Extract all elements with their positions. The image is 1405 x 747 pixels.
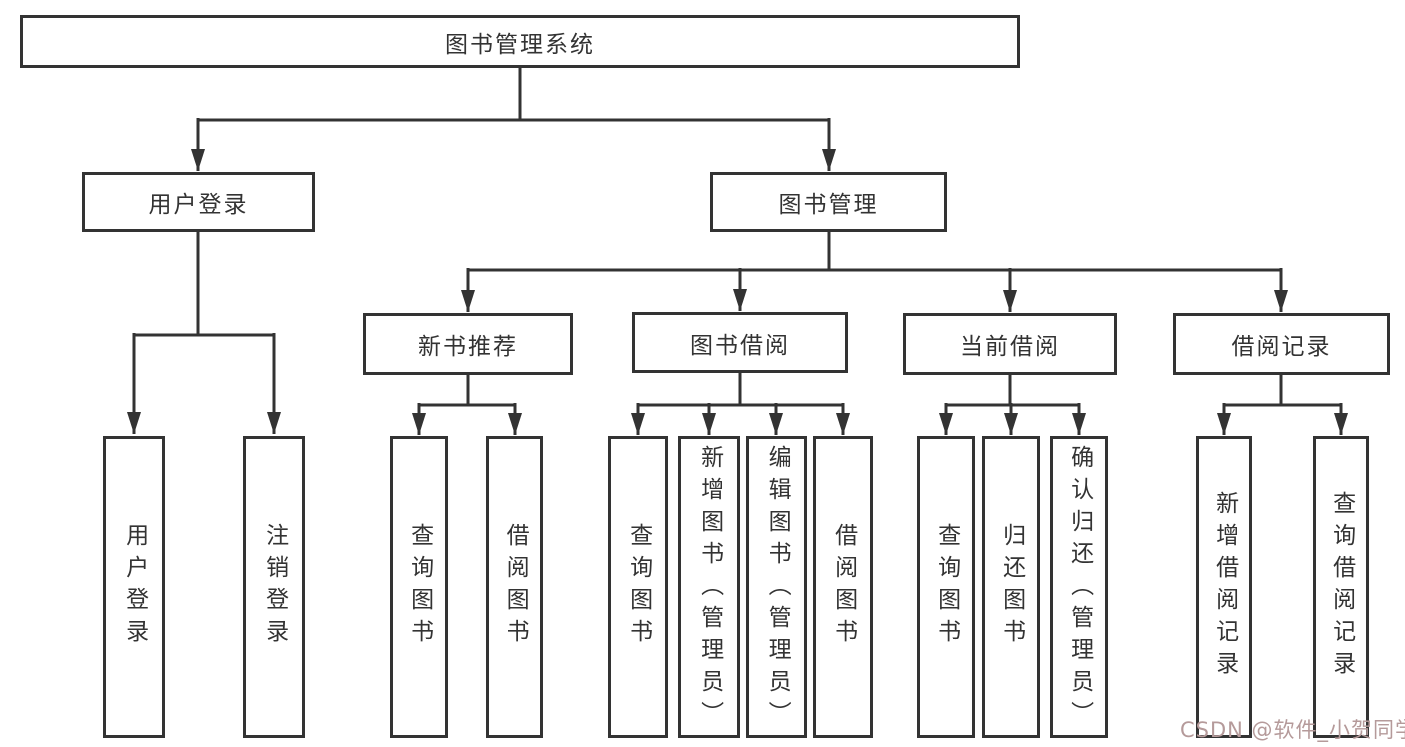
node-book-borrow: 图书借阅 — [632, 312, 848, 373]
leaf-current-confirm-admin: 确认归还（管理员） — [1050, 436, 1108, 738]
node-user-login: 用户登录 — [82, 172, 315, 232]
leaf-borrow-edit-admin: 编辑图书（管理员） — [746, 436, 807, 738]
leaf-current-return: 归还图书 — [982, 436, 1040, 738]
leaf-newbook-query: 查询图书 — [390, 436, 448, 738]
connector-mgmt-bus — [468, 232, 1281, 272]
node-new-book-recommend: 新书推荐 — [363, 313, 573, 375]
leaf-user-login: 用户登录 — [103, 436, 165, 738]
connector-current-bus — [946, 375, 1079, 407]
connector-login-bus — [134, 232, 274, 337]
leaf-borrow-borrow: 借阅图书 — [813, 436, 873, 738]
connector-newbook-bus — [419, 375, 515, 407]
leaf-newbook-borrow: 借阅图书 — [486, 436, 543, 738]
csdn-watermark: CSDN @软件_小贺同学 — [1180, 718, 1405, 742]
leaf-borrow-query: 查询图书 — [608, 436, 668, 738]
leaf-records-query: 查询借阅记录 — [1313, 436, 1369, 738]
node-root-system: 图书管理系统 — [20, 15, 1020, 68]
leaf-logout: 注销登录 — [243, 436, 305, 738]
leaf-current-query: 查询图书 — [917, 436, 975, 738]
leaf-borrow-add-admin: 新增图书（管理员） — [678, 436, 740, 738]
leaf-records-add: 新增借阅记录 — [1196, 436, 1252, 738]
node-current-borrow: 当前借阅 — [903, 313, 1117, 375]
node-borrow-records: 借阅记录 — [1173, 313, 1390, 375]
connector-borrow-bus — [638, 373, 843, 407]
node-book-management: 图书管理 — [710, 172, 947, 232]
connector-root-bus — [197, 67, 830, 122]
connector-records-bus — [1224, 375, 1341, 407]
